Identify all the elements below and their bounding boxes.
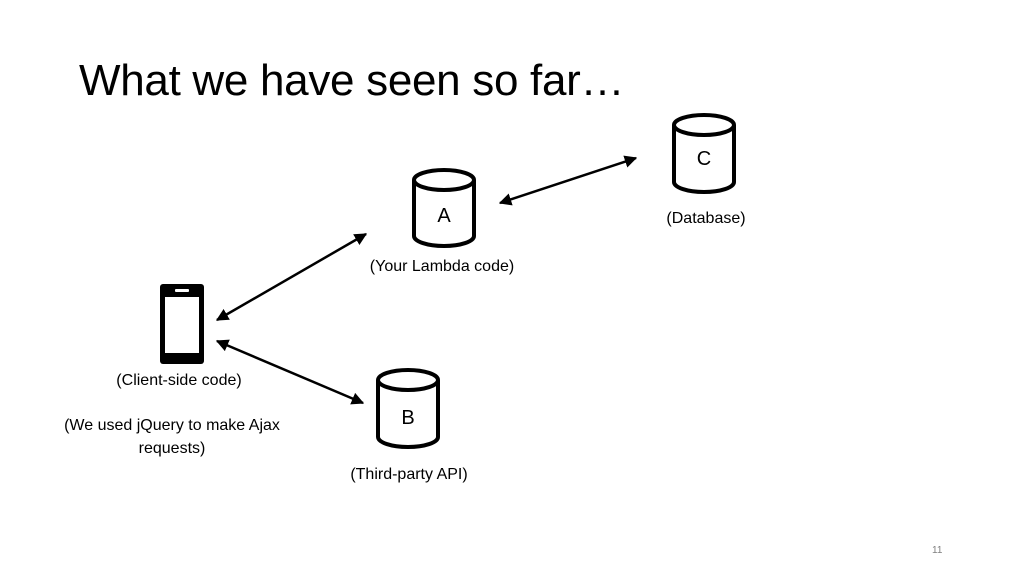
lambda-caption: (Your Lambda code)	[369, 258, 515, 275]
database-letter: C	[697, 148, 711, 170]
database-cylinder-icon: C	[672, 113, 736, 194]
lambda-cylinder-icon: A	[412, 168, 476, 248]
page-number: 11	[932, 545, 943, 556]
slide-title: What we have seen so far…	[79, 56, 625, 105]
third-party-letter: B	[401, 407, 414, 429]
database-caption: (Database)	[666, 210, 746, 227]
arrow-lambda-database	[498, 155, 638, 206]
lambda-letter: A	[437, 205, 451, 227]
third-party-caption: (Third-party API)	[350, 466, 468, 483]
smartphone-icon	[160, 284, 204, 364]
third-party-cylinder-icon: B	[376, 368, 440, 449]
client-note: (We used jQuery to make Ajax requests)	[64, 417, 280, 457]
arrow-client-third-party	[215, 339, 365, 405]
client-caption: (Client-side code)	[116, 372, 242, 389]
arrow-client-lambda	[215, 232, 368, 322]
